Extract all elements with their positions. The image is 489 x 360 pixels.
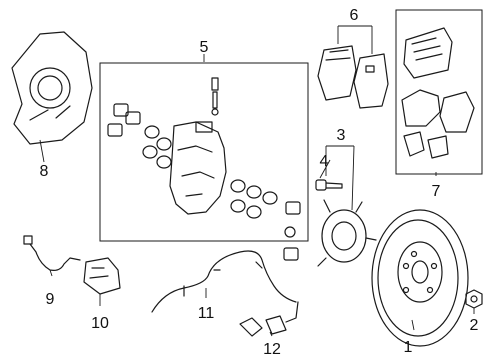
callout-12: 12 [263, 341, 281, 358]
sensor-bracket-part [83, 257, 121, 295]
leader-lines [39, 54, 475, 337]
brake-pad-part [317, 45, 389, 109]
pad-leader-6 [337, 25, 373, 54]
callout-3: 3 [337, 127, 346, 144]
brake-rotor-part [371, 209, 469, 347]
piston-seal-set-right [230, 179, 301, 261]
callout-labels: 1 2 3 4 5 6 7 8 9 10 11 12 [40, 7, 479, 358]
caliper-group-box [99, 62, 309, 242]
callout-5: 5 [200, 39, 209, 56]
piston-seal-set-left [107, 103, 172, 169]
wheel-stud-part [315, 179, 343, 191]
abs-harness-part [151, 250, 297, 313]
callout-9: 9 [46, 291, 55, 308]
hub-bearing-part [317, 199, 377, 267]
pad-shim-part [401, 27, 475, 159]
callout-10: 10 [91, 315, 109, 332]
pad-hardware-box [395, 9, 483, 175]
callout-1: 1 [404, 339, 413, 356]
callout-11: 11 [198, 305, 215, 322]
callout-6: 6 [350, 7, 359, 24]
brake-sensor-part [23, 235, 81, 271]
callout-4: 4 [320, 153, 329, 170]
callout-2: 2 [470, 317, 479, 334]
abs-sensor-part [239, 301, 299, 337]
callout-7: 7 [432, 183, 441, 200]
hub-leader-3 [325, 145, 355, 211]
callout-8: 8 [40, 163, 49, 180]
dust-shield-part [11, 31, 93, 145]
lug-nut-part [465, 289, 483, 309]
caliper-part [169, 77, 227, 215]
